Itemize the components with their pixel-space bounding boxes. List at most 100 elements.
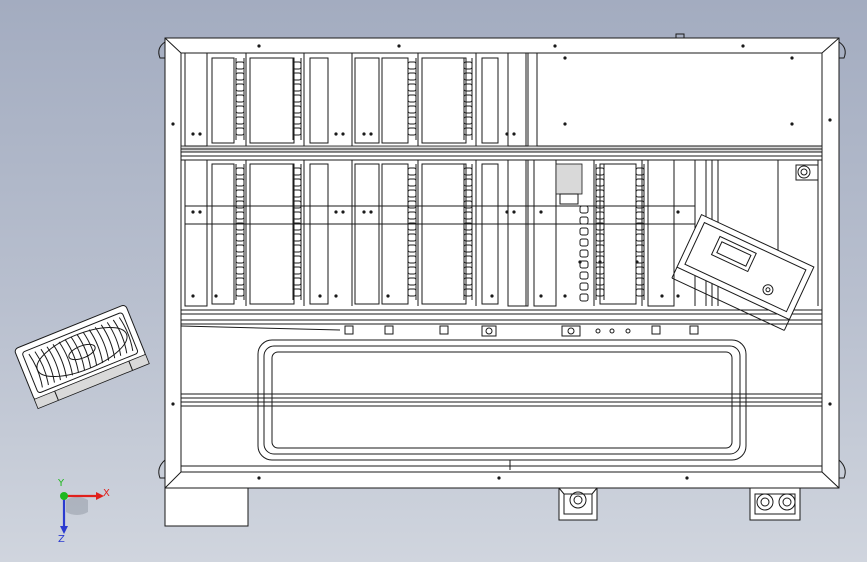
chain-link — [292, 222, 302, 231]
chain-link — [235, 167, 245, 176]
chain-link — [635, 255, 645, 264]
hole — [563, 294, 567, 298]
chain-link — [407, 127, 417, 136]
chain-link — [463, 94, 473, 103]
hole — [685, 476, 689, 480]
chain-link — [579, 293, 589, 302]
hole — [676, 210, 680, 214]
chain-link — [635, 189, 645, 198]
chain-link — [579, 205, 589, 214]
axis-y-label: Y — [57, 478, 65, 489]
chain-link — [579, 216, 589, 225]
hole — [539, 294, 543, 298]
hole — [578, 260, 582, 264]
chain-link — [595, 167, 605, 176]
chain-link — [407, 288, 417, 297]
chain-link — [635, 266, 645, 275]
horizontal-rails — [180, 145, 823, 407]
fan-blade — [76, 334, 92, 369]
fan-blade — [106, 322, 122, 356]
chain-link — [292, 266, 302, 275]
hole — [198, 132, 202, 136]
hole — [660, 294, 664, 298]
hole — [539, 210, 543, 214]
fan-blade — [88, 329, 104, 364]
hole — [676, 294, 680, 298]
chain-link — [235, 277, 245, 286]
chain-link — [407, 178, 417, 187]
chain-link — [595, 211, 605, 220]
chain-link — [463, 178, 473, 187]
fan-blade — [40, 348, 55, 383]
chain-link — [579, 282, 589, 291]
chain-link — [292, 244, 302, 253]
chain-link — [235, 222, 245, 231]
chain-link — [235, 255, 245, 264]
fan-blade — [34, 351, 49, 386]
fan-blade — [58, 341, 74, 376]
base-feet — [164, 487, 801, 527]
chain-link — [407, 277, 417, 286]
chain-link — [579, 260, 589, 269]
chain-link — [463, 233, 473, 242]
fan-blade — [112, 319, 128, 354]
chain-link — [595, 178, 605, 187]
chain-link — [407, 72, 417, 81]
chain-link — [235, 200, 245, 209]
chain-link — [235, 178, 245, 187]
hole — [490, 294, 494, 298]
hole — [790, 56, 794, 60]
chain-link — [407, 266, 417, 275]
chain-link — [463, 189, 473, 198]
chain-link — [292, 255, 302, 264]
hole — [171, 402, 175, 406]
chain-link — [235, 244, 245, 253]
chain-link — [579, 271, 589, 280]
chain-link — [407, 222, 417, 231]
chain-link — [292, 211, 302, 220]
chain-link — [235, 72, 245, 81]
chain-link — [235, 233, 245, 242]
chain-link — [407, 61, 417, 70]
hole — [198, 210, 202, 214]
chain-link — [463, 277, 473, 286]
chain-link — [463, 288, 473, 297]
chain-link — [463, 167, 473, 176]
chain-link — [292, 105, 302, 114]
hole — [341, 210, 345, 214]
chain-link — [292, 178, 302, 187]
chain-link — [407, 189, 417, 198]
hole — [191, 294, 195, 298]
chain-link — [407, 244, 417, 253]
hole — [341, 132, 345, 136]
hole — [505, 210, 509, 214]
hole — [171, 122, 175, 126]
chain-link — [292, 61, 302, 70]
axis-x-label: X — [103, 488, 110, 499]
chain-link — [407, 211, 417, 220]
chain-link — [595, 244, 605, 253]
chain-link — [235, 83, 245, 92]
chain-link — [407, 116, 417, 125]
chain-link — [235, 61, 245, 70]
axis-z-label: Z — [58, 534, 65, 545]
hole — [397, 44, 401, 48]
hole — [828, 402, 832, 406]
hole — [191, 132, 195, 136]
chain-link — [407, 94, 417, 103]
middle-panel-section — [184, 159, 819, 307]
chain-link — [635, 233, 645, 242]
chain-link — [407, 233, 417, 242]
lower-window — [180, 325, 822, 470]
chain-link — [292, 167, 302, 176]
control-box-icon — [671, 213, 815, 331]
chain-link — [463, 127, 473, 136]
chain-link — [235, 288, 245, 297]
chain-link — [292, 189, 302, 198]
hole — [334, 132, 338, 136]
chain-link — [407, 83, 417, 92]
chain-link — [579, 227, 589, 236]
hole — [214, 294, 218, 298]
chain-link — [292, 277, 302, 286]
